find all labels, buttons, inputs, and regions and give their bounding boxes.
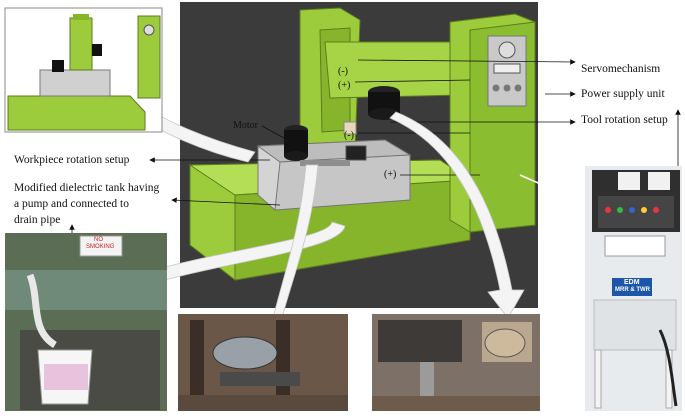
dielectric-tank-label-line2: a pump and connected to — [14, 198, 129, 210]
power-supply-cabinet — [449, 13, 536, 233]
workpiece-rotation-setup-label: Workpiece rotation setup — [14, 154, 130, 166]
polarity-plus-label-2: (+) — [384, 169, 397, 180]
inset-machine-view — [4, 7, 163, 133]
polarity-minus-label-2: (-) — [344, 130, 354, 141]
servomechanism-label: Servomechanism — [581, 63, 661, 75]
polarity-minus-label-1: (-) — [338, 66, 348, 77]
dielectric-tank-label-line1: Modified dielectric tank having — [14, 182, 160, 194]
photo-dielectric-tank — [5, 233, 167, 411]
no-smoking-sign-line2: SMOKING — [86, 244, 115, 250]
tool-motor — [343, 86, 400, 135]
photo-workpiece-setup — [178, 314, 348, 411]
edm-sign-line1: EDM — [624, 279, 640, 286]
edm-sign-line2: MRR & TWR — [615, 287, 650, 293]
photo-power-supply — [585, 166, 682, 411]
photo-tool-setup — [372, 314, 540, 411]
motor-label: Motor — [233, 120, 258, 131]
dielectric-tank-label-line3: drain pipe — [14, 214, 61, 226]
tool-rotation-setup-label: Tool rotation setup — [581, 114, 668, 126]
servo-column — [299, 7, 461, 153]
power-supply-unit-label: Power supply unit — [581, 88, 665, 100]
polarity-plus-label-1: (+) — [338, 80, 351, 91]
no-smoking-sign-line1: NO — [94, 237, 103, 243]
